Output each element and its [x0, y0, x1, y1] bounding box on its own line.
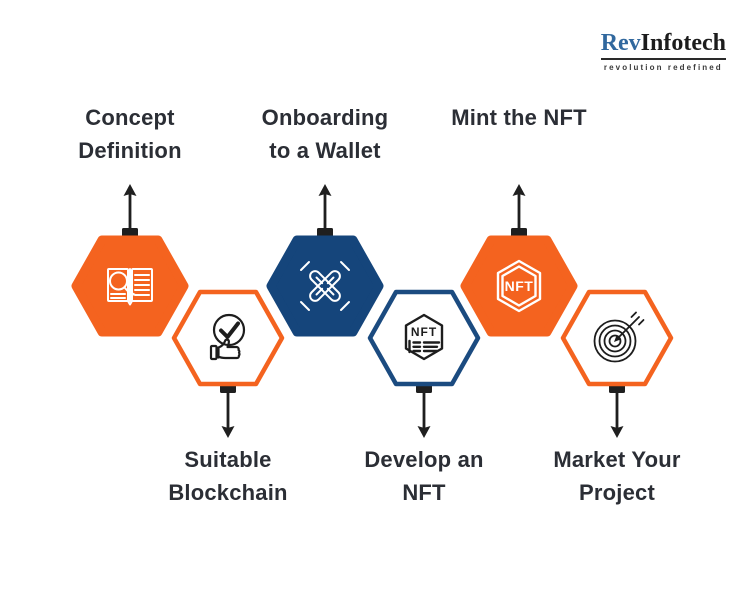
svg-text:NFT: NFT [505, 278, 534, 294]
logo-brand-primary: Rev [600, 30, 641, 56]
nft-badge-icon: NFT [496, 259, 542, 313]
up-arrow-connector [317, 184, 333, 241]
up-arrow-connector [122, 184, 138, 241]
up-arrow-connector [511, 184, 527, 241]
logo-wordmark: RevInfotech [600, 30, 726, 61]
label-concept-definition: Concept Definition [78, 105, 182, 163]
teamwork-hands-icon [300, 261, 350, 311]
target-dart-icon [593, 311, 645, 363]
hexagon-suitable-blockchain [171, 289, 285, 387]
hexagon-market-project [560, 289, 674, 387]
logo-brand-secondary: Infotech [640, 30, 726, 56]
logo-tagline: revolution redefined [603, 63, 723, 73]
label-suitable-blockchain: Suitable Blockchain [168, 447, 288, 505]
label-onboarding-to-a-wallet: Onboarding to a Wallet [261, 105, 389, 163]
hexagon-concept-definition [71, 235, 189, 337]
thumbs-up-check-icon [209, 313, 246, 361]
svg-text:NFT: NFT [411, 325, 437, 339]
revinfotech-logo: RevInfotech revolution redefined [600, 30, 726, 73]
label-market-your-project: Market Your Project [553, 447, 681, 505]
hexagon-onboarding-wallet [266, 235, 384, 337]
hexagon-develop-nft: NFT [367, 289, 481, 387]
nft-document-icon: NFT [404, 313, 444, 361]
label-develop-an-nft: Develop an NFT [364, 447, 484, 505]
label-mint-the-nft: Mint the NFT [451, 105, 587, 130]
hexagon-mint-nft: NFT [460, 235, 578, 337]
book-search-icon [107, 268, 153, 306]
